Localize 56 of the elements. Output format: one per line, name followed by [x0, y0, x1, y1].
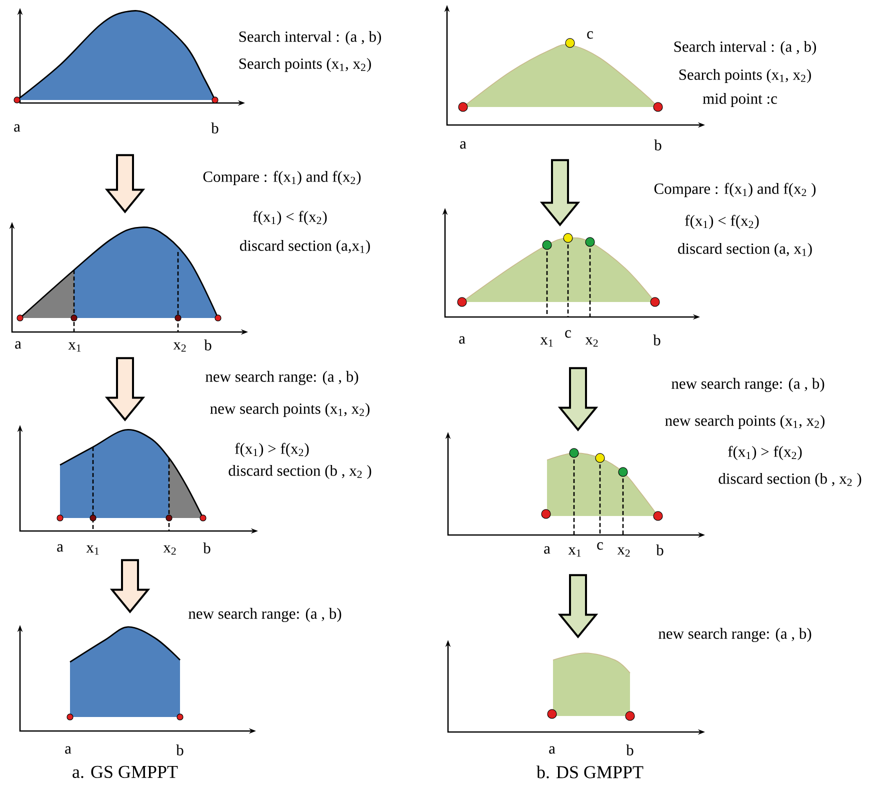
- annotation-text: discard section (a,x$_{1}$): [240, 240, 370, 254]
- annotation-text: f(x$_{1}$) < f(x$_{2}$): [253, 210, 327, 226]
- axis-label: a: [549, 746, 556, 754]
- annotation-text: Search interval : (a , b): [674, 40, 816, 55]
- axis-label: x$_{1}$: [568, 547, 581, 557]
- annotation-text: new search points (x$_{1}$, x$_{2}$): [210, 402, 370, 417]
- annotation-text: discard section (b , x$_{2}$ ): [718, 472, 862, 487]
- axis-label: b: [626, 744, 634, 756]
- axis-label: b: [203, 542, 210, 554]
- annotation-text: f(x$_{1}$) > f(x$_{2}$): [728, 446, 802, 460]
- axis-label: a: [57, 544, 64, 552]
- axis-label: x$_{1}$: [68, 342, 81, 352]
- axis-label: a: [460, 141, 466, 149]
- axis-label: a: [544, 546, 550, 554]
- annotation-text: f(x$_{1}$) > f(x$_{2}$): [235, 442, 309, 458]
- block-arrow: [104, 154, 146, 214]
- axis-label: c: [587, 31, 593, 39]
- axis-label: a: [14, 124, 20, 132]
- axis-label: x$_{2}$: [173, 342, 186, 352]
- annotation-text: Search points (x$_{1}$, x$_{2}$): [679, 68, 811, 83]
- axis-label: x$_{1}$: [86, 545, 99, 555]
- axis-label: b: [204, 340, 212, 350]
- axis-label: x$_{2}$: [585, 337, 598, 347]
- note-text: Compare : f(x$_{1}$) and f(x$_{2}$): [203, 170, 361, 186]
- axis-label: a: [459, 336, 466, 344]
- axis-label: a: [15, 341, 22, 349]
- axis-label: x$_{2}$: [163, 545, 176, 555]
- axis-label: c: [565, 330, 571, 338]
- note-text: new search range: (a , b): [658, 628, 812, 642]
- caption: b. DS GMPPT: [536, 766, 644, 778]
- annotation-text: Search interval : (a , b): [239, 30, 381, 45]
- axis-label: b: [176, 744, 184, 756]
- axis-label: c: [597, 542, 603, 550]
- axis-label: b: [211, 122, 218, 134]
- annotation-text: mid point :c: [702, 92, 777, 107]
- axis-label: b: [654, 140, 662, 150]
- block-arrow: [558, 574, 598, 638]
- caption: a. GS GMPPT: [72, 766, 178, 778]
- axis-label: a: [65, 746, 72, 754]
- annotation-text: discard section (b , x$_{2}$ ): [228, 464, 372, 479]
- annotation-text: discard section (a, x$_{1}$): [678, 242, 812, 257]
- axis-label: b: [653, 334, 660, 346]
- annotation-text: Search points (x$_{1}$, x$_{2}$): [239, 58, 371, 72]
- axis-label: x$_{2}$: [617, 547, 630, 557]
- axis-label: b: [656, 544, 664, 556]
- block-arrow: [110, 559, 150, 614]
- note-text: Compare : f(x$_{1}$) and f(x$_{2}$ ): [654, 182, 816, 198]
- block-arrow: [558, 367, 598, 432]
- note-text: new search range: (a , b): [206, 370, 358, 386]
- note-text: new search range: (a , b): [188, 608, 342, 622]
- block-arrow: [540, 159, 580, 226]
- axis-label: x$_{1}$: [540, 337, 553, 347]
- block-arrow: [104, 357, 146, 422]
- annotation-text: f(x$_{1}$) < f(x$_{2}$): [685, 214, 759, 230]
- note-text: new search range: (a , b): [672, 378, 824, 392]
- annotation-text: new search points (x$_{1}$, x$_{2}$): [665, 414, 824, 429]
